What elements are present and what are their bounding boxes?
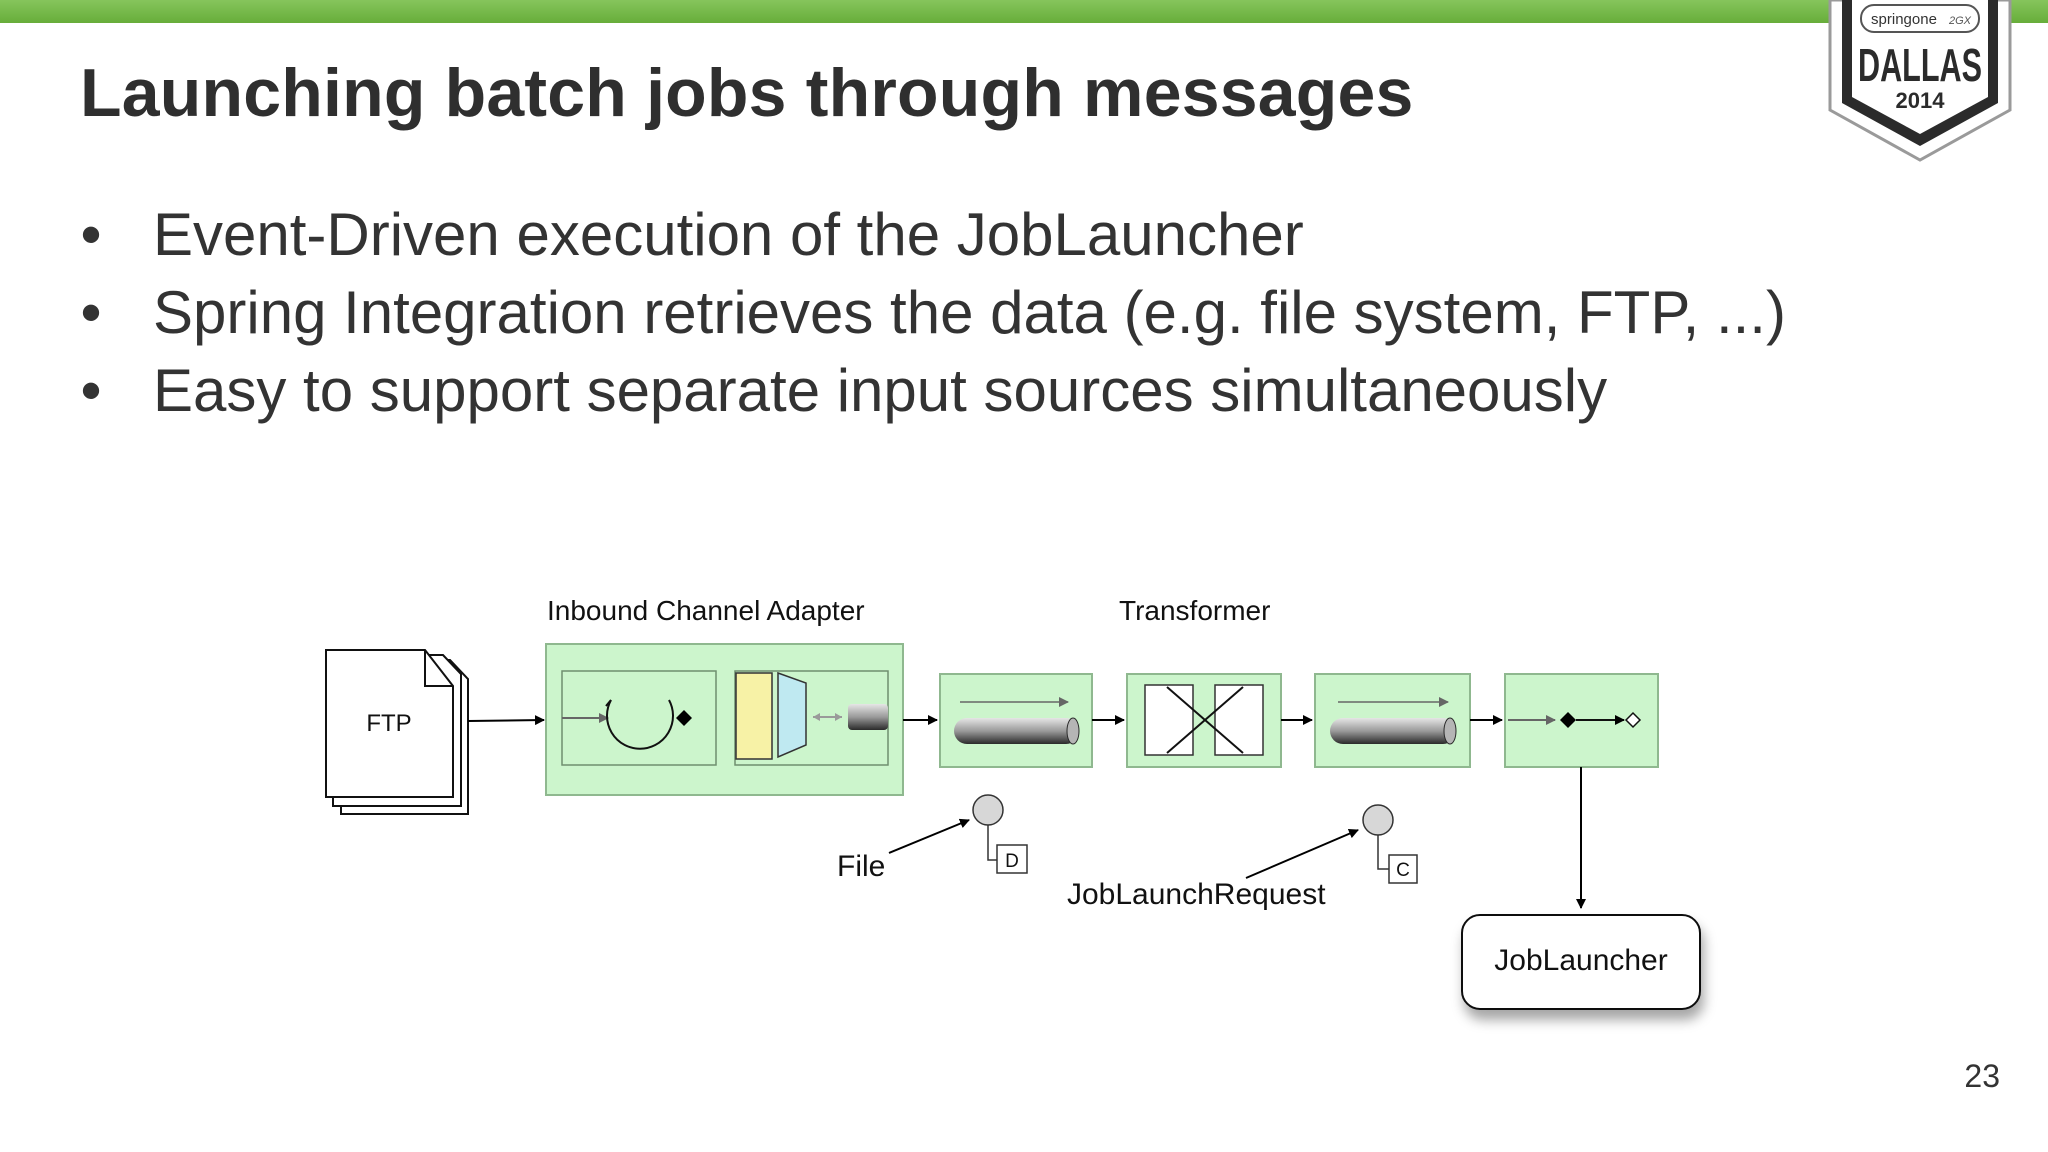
service-activator: [1504, 673, 1659, 768]
badge-brand-mark: 2GX: [1948, 15, 1972, 27]
bullet-text: Easy to support separate input sources s…: [153, 357, 1608, 424]
adapter-pipe-stub: [848, 704, 888, 730]
message-channel-2: [1314, 673, 1471, 768]
slide-title: Launching batch jobs through messages: [80, 55, 1414, 131]
activator-output-diamond: [1624, 711, 1642, 729]
joblauncher-label: JobLauncher: [1494, 944, 1667, 977]
joblauncher-box: JobLauncher: [1461, 914, 1701, 1010]
badge-year: 2014: [1896, 88, 1946, 113]
request-message-marker: C: [1396, 860, 1410, 881]
file-message-icon: D: [972, 794, 1028, 874]
channel-pipe-icon: [1330, 718, 1456, 744]
bullet-dot: •: [80, 357, 102, 424]
bullet-dot: •: [80, 279, 102, 346]
arrow-file-annotation: [888, 818, 970, 854]
bullet-text: Event-Driven execution of the JobLaunche…: [153, 201, 1304, 268]
request-message-icon: C: [1362, 804, 1418, 884]
inbound-channel-adapter: [545, 643, 904, 796]
transformer-label: Transformer: [1119, 595, 1270, 626]
bullet-dot: •: [80, 201, 102, 268]
adapter-funnel-icon: [777, 671, 807, 759]
file-message-label: File: [837, 850, 885, 883]
bullet-text: Spring Integration retrieves the data (e…: [153, 279, 1786, 346]
poller-loop-icon: [606, 699, 674, 750]
joblaunchrequest-label: JobLaunchRequest: [1067, 878, 1326, 911]
message-channel-1: [939, 673, 1093, 768]
adapter-label: Inbound Channel Adapter: [547, 595, 865, 626]
badge-brand: springone: [1871, 11, 1937, 28]
poller-output-diamond: [676, 710, 692, 726]
ftp-label: FTP: [366, 710, 411, 737]
file-message-marker: D: [1005, 851, 1019, 872]
transformer: [1126, 673, 1282, 768]
file-reader-block: [735, 672, 773, 760]
arrow-joblaunchrequest-annotation: [1245, 828, 1359, 879]
ftp-document-stack: FTP: [325, 649, 469, 815]
top-accent-bar: [0, 0, 2048, 23]
page-number: 23: [1964, 1058, 2000, 1094]
arrow-ftp-to-adapter: [467, 715, 545, 726]
springone-dallas-badge: springone 2GX DALLAS 2014: [1828, 0, 2012, 162]
badge-city: DALLAS: [1858, 39, 1982, 91]
channel-pipe-icon: [954, 718, 1079, 744]
activator-input-diamond: [1560, 712, 1576, 728]
